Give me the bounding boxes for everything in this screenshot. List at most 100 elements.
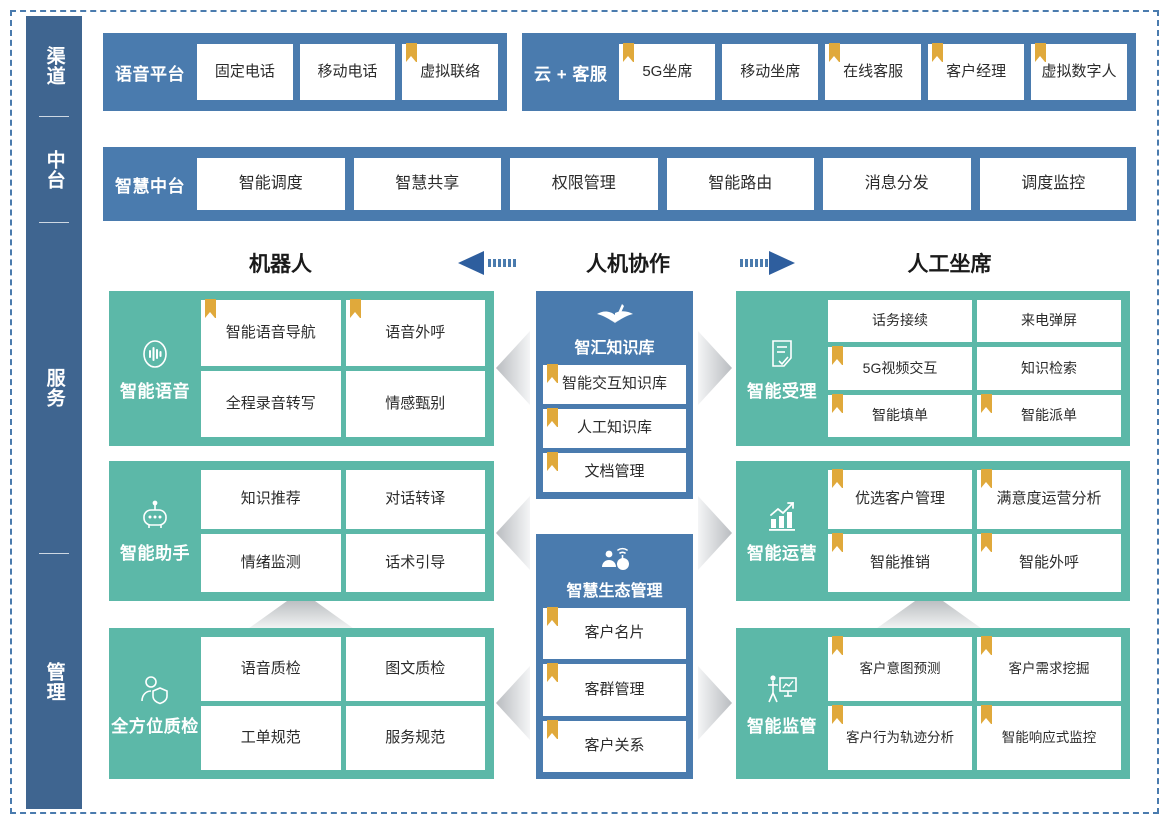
channel-item[interactable]: 虚拟联络 — [402, 43, 499, 100]
channel-item[interactable]: 客户经理 — [928, 43, 1025, 100]
service-block-items: 智能语音导航 语音外呼 全程录音转写 情感甄别 — [201, 291, 494, 446]
service-block-items: 话务接续 来电弹屏 5G视频交互 知识检索 智能填单 智能派单 — [828, 291, 1130, 446]
service-item[interactable]: 优选客户管理 — [828, 469, 972, 529]
service-item[interactable]: 5G视频交互 — [828, 346, 972, 390]
bookmark-flag-icon — [623, 43, 635, 62]
sidebar-section-channel[interactable]: 渠道 — [26, 16, 82, 116]
middle-platform-item[interactable]: 调度监控 — [979, 158, 1127, 210]
service-item-label: 情绪监测 — [240, 553, 301, 571]
service-item[interactable]: 智能派单 — [977, 393, 1121, 437]
bookmark-flag-icon — [981, 705, 992, 724]
sidebar-divider-3 — [39, 553, 69, 554]
service-item[interactable]: 客户行为轨迹分析 — [828, 705, 972, 770]
service-item[interactable]: 服务规范 — [345, 706, 485, 770]
service-item-label: 对话转译 — [385, 490, 446, 507]
sidebar-label-service: 服务 — [43, 368, 65, 408]
service-item[interactable]: 智能响应式监控 — [977, 705, 1121, 770]
ecology-management-item[interactable]: 客户关系 — [543, 719, 686, 772]
service-block-intelligent-voice: 智能语音 智能语音导航 语音外呼 全程录音转写 情感甄别 — [109, 291, 494, 446]
channel-item[interactable]: 固定电话 — [197, 44, 293, 100]
ecology-management-item[interactable]: 客群管理 — [543, 663, 686, 716]
service-item[interactable]: 话务接续 — [828, 300, 972, 343]
middle-platform-item-label: 调度监控 — [1021, 175, 1086, 193]
channel-item[interactable]: 移动坐席 — [722, 44, 819, 100]
service-item-label: 智能外呼 — [1018, 553, 1079, 571]
bar-chart-up-icon — [764, 498, 800, 534]
service-item[interactable]: 智能语音导航 — [201, 299, 341, 366]
service-item[interactable]: 客户意图预测 — [828, 636, 972, 701]
service-item[interactable]: 智能填单 — [828, 393, 972, 437]
channel-item[interactable]: 虚拟数字人 — [1031, 43, 1127, 100]
service-item[interactable]: 语音外呼 — [345, 299, 485, 366]
channel-group-title-voice-platform: 语音平台 — [115, 64, 185, 84]
service-item[interactable]: 情绪监测 — [201, 533, 341, 592]
service-item[interactable]: 智能推销 — [828, 532, 972, 592]
bookmark-flag-icon — [406, 43, 418, 62]
chevron-right-icon — [698, 331, 732, 405]
column-header-robot: 机器人 — [249, 253, 312, 276]
service-item-label: 智能派单 — [1021, 407, 1077, 424]
channel-item[interactable]: 移动电话 — [299, 44, 396, 100]
service-block-header-quality-check: 全方位质检 — [109, 671, 201, 737]
service-item[interactable]: 全程录音转写 — [201, 371, 341, 437]
sidebar-divider-1 — [39, 116, 69, 117]
bookmark-flag-icon — [981, 532, 992, 552]
service-item[interactable]: 客户需求挖掘 — [977, 636, 1121, 701]
channel-item-label: 5G坐席 — [642, 62, 693, 80]
service-item-label: 客户需求挖掘 — [1008, 660, 1090, 676]
middle-platform-item[interactable]: 智能路由 — [666, 158, 814, 210]
sidebar-section-middle-platform[interactable]: 中台 — [26, 117, 82, 222]
service-item[interactable]: 情感甄别 — [345, 371, 485, 437]
service-block-intelligent-acceptance: 智能受理 话务接续 来电弹屏 5G视频交互 知识检索 智能填单 智能派单 — [736, 291, 1130, 446]
bookmark-flag-icon — [829, 43, 841, 62]
service-item-label: 语音质检 — [240, 659, 301, 677]
service-block-intelligent-supervision: 智能监管 客户意图预测 客户需求挖掘 客户行为轨迹分析 智能响应式监控 — [736, 628, 1130, 779]
column-header-agent: 人工坐席 — [907, 253, 992, 276]
service-block-title: 智能运营 — [747, 544, 817, 563]
middle-platform-item[interactable]: 智慧共享 — [353, 158, 501, 210]
service-item[interactable]: 知识推荐 — [201, 470, 341, 529]
ecology-management-item-label: 客户关系 — [584, 737, 645, 755]
service-item[interactable]: 智能外呼 — [977, 532, 1121, 592]
bookmark-flag-icon — [547, 408, 558, 427]
channel-item[interactable]: 5G坐席 — [619, 43, 716, 100]
ecology-management-items: 客户名片 客群管理 客户关系 — [543, 607, 686, 772]
sidebar-label-middle-platform: 中台 — [43, 149, 65, 190]
knowledge-base-items: 智能交互知识库 人工知识库 文档管理 — [543, 364, 686, 492]
service-item-label: 工单规范 — [240, 728, 301, 746]
arrow-right-to-agent-icon — [723, 251, 795, 275]
middle-platform-item[interactable]: 智能调度 — [197, 158, 345, 210]
bookmark-flag-icon — [981, 393, 992, 413]
middle-platform-item-label: 智能调度 — [238, 175, 303, 193]
sidebar-label-management: 管理 — [43, 661, 65, 702]
service-block-title: 智能受理 — [747, 381, 817, 401]
knowledge-base-item[interactable]: 智能交互知识库 — [543, 364, 686, 404]
service-item-label: 智能推销 — [869, 553, 930, 571]
knowledge-base-item-label: 智能交互知识库 — [561, 375, 667, 393]
service-item[interactable]: 知识检索 — [977, 347, 1121, 390]
service-item[interactable]: 图文质检 — [345, 637, 485, 701]
service-item[interactable]: 话术引导 — [345, 533, 485, 592]
knowledge-base-item[interactable]: 人工知识库 — [543, 408, 686, 448]
bookmark-flag-icon — [932, 43, 944, 62]
channel-item[interactable]: 在线客服 — [825, 43, 922, 100]
sidebar-section-service[interactable]: 服务 — [26, 223, 82, 553]
service-item[interactable]: 满意度运营分析 — [977, 469, 1121, 529]
knowledge-base-panel: 智汇知识库 智能交互知识库 人工知识库 文档管理 — [536, 291, 693, 499]
service-item[interactable]: 工单规范 — [201, 706, 341, 770]
person-shield-icon — [137, 671, 173, 707]
knowledge-base-item[interactable]: 文档管理 — [543, 452, 686, 492]
bookmark-flag-icon — [981, 636, 992, 655]
middle-platform-item[interactable]: 权限管理 — [510, 158, 658, 210]
middle-platform-item[interactable]: 消息分发 — [823, 158, 971, 210]
service-item[interactable]: 来电弹屏 — [977, 300, 1121, 343]
ecology-management-item[interactable]: 客户名片 — [543, 607, 686, 660]
sidebar-section-management[interactable]: 管理 — [26, 554, 82, 809]
bookmark-flag-icon — [1035, 43, 1047, 62]
bookmark-flag-icon — [832, 532, 843, 552]
ecology-management-item-label: 客户名片 — [584, 624, 645, 642]
middle-platform-item-label: 消息分发 — [864, 175, 929, 193]
service-item[interactable]: 对话转译 — [345, 470, 485, 529]
service-item[interactable]: 语音质检 — [201, 637, 341, 701]
